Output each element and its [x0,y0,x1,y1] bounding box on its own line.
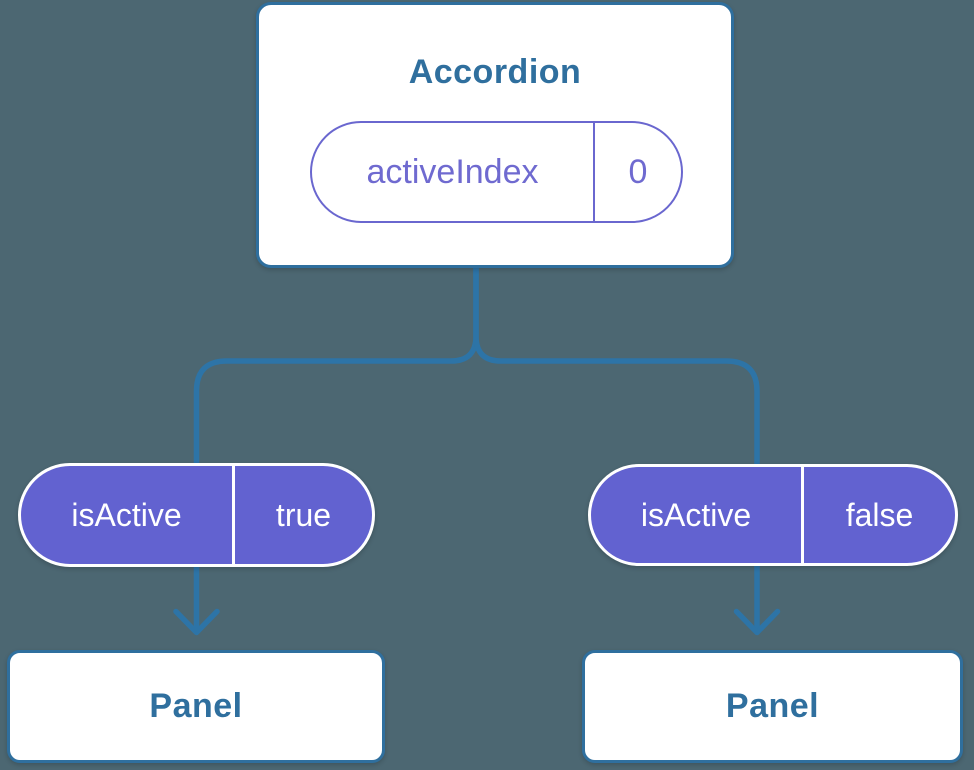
arrow-down-icon [173,608,220,636]
prop-name: isActive [640,496,752,533]
prop-pill-left: isActive true [18,463,375,567]
prop-value: false [801,467,955,563]
arrow-down-icon [733,608,781,636]
prop-value: true [232,466,372,564]
state-name: activeIndex [366,152,539,191]
prop-pill-right: isActive false [588,464,958,566]
component-title: Accordion [408,53,582,91]
prop-name: isActive [71,496,182,533]
connector-root-to-right-child [473,263,760,629]
accordion-component-node: Accordion activeIndex 0 [256,2,734,268]
connector-root-to-left-child [193,263,479,629]
panel-node-left: Panel [7,650,385,763]
state-value: 0 [593,123,681,221]
state-pill: activeIndex 0 [310,121,683,223]
panel-node-right: Panel [582,650,963,763]
